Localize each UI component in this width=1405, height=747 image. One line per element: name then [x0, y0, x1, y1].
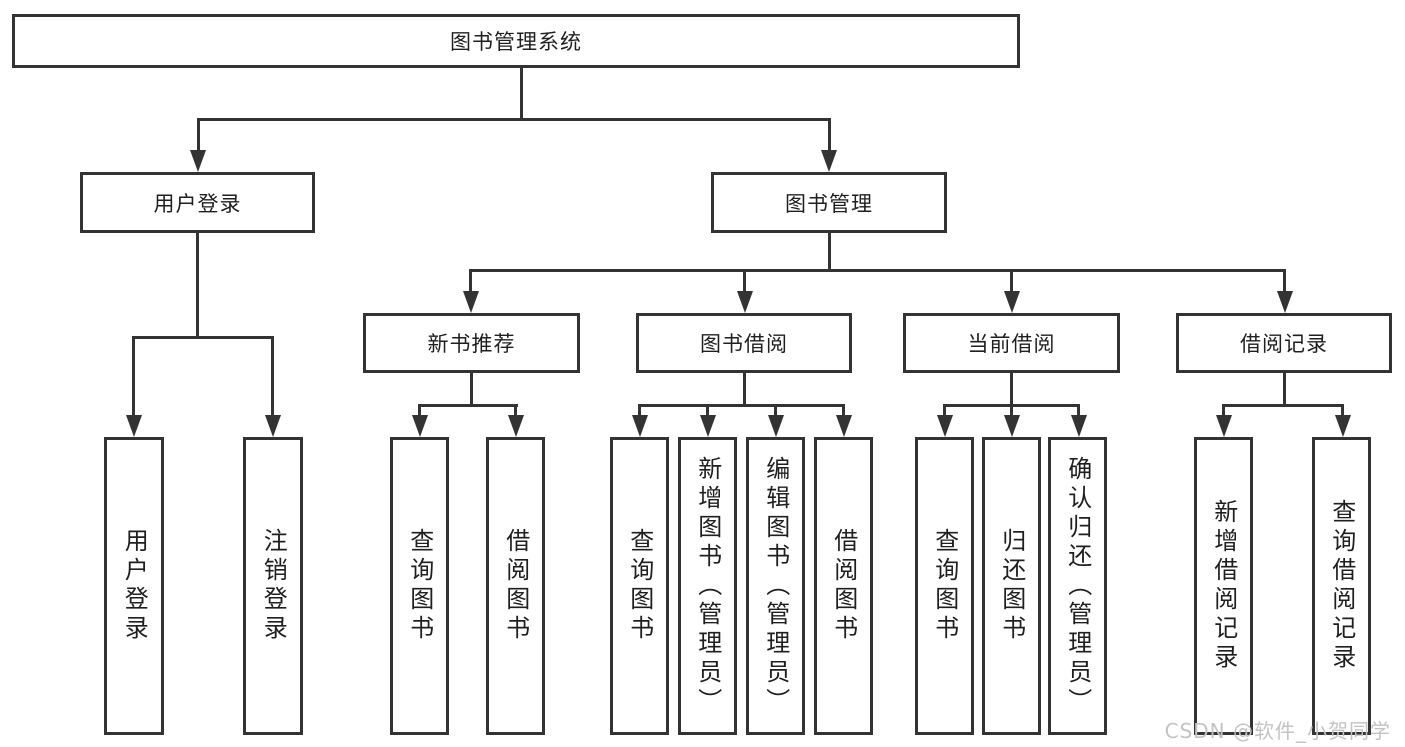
connector-user-login-rail: [132, 336, 274, 339]
connector-user-login-drop-1: [132, 336, 135, 417]
arrow-down-icon: [412, 415, 428, 437]
node-label: 图书管理: [785, 191, 873, 216]
leaf-label: 新增图书（管理员）: [693, 455, 722, 717]
connector-current-borrow-stem: [1010, 373, 1013, 407]
node-book-management: 图书管理: [711, 172, 947, 233]
arrow-down-icon: [190, 150, 206, 172]
node-label: 当前借阅: [967, 332, 1056, 356]
leaf-query-books-borrow: 查询图书: [610, 437, 669, 735]
connector-user-login-stem: [196, 233, 199, 338]
node-label: 图书管理系统: [450, 30, 582, 54]
connector-user-login-drop-2: [271, 336, 274, 417]
node-user-login: 用户登录: [80, 172, 315, 233]
leaf-query-borrow-record: 查询借阅记录: [1312, 437, 1371, 735]
connector-book-mgmt-stem: [828, 233, 831, 271]
node-label: 借阅记录: [1240, 332, 1328, 356]
node-borrowing-records: 借阅记录: [1176, 313, 1392, 373]
connector-book-mgmt-drop-3: [1010, 269, 1013, 293]
leaf-query-books-current: 查询图书: [915, 437, 974, 735]
arrow-down-icon: [821, 150, 837, 172]
leaf-borrow-books: 借阅图书: [814, 437, 873, 735]
connector-book-borrow-drop-1: [638, 404, 641, 417]
leaf-label: 新增借阅记录: [1209, 499, 1238, 673]
leaf-label: 用户登录: [120, 528, 149, 644]
leaf-label: 借阅图书: [829, 528, 858, 644]
leaf-query-books-recommend: 查询图书: [390, 437, 449, 735]
connector-new-book-stem: [470, 373, 473, 407]
node-label: 用户登录: [153, 191, 242, 216]
arrow-down-icon: [768, 415, 784, 437]
connector-book-borrow-rail: [638, 404, 845, 407]
leaf-label: 编辑图书（管理员）: [761, 455, 790, 717]
arrow-down-icon: [126, 415, 142, 437]
arrow-down-icon: [1216, 415, 1232, 437]
leaf-label: 查询图书: [405, 528, 434, 644]
leaf-edit-books-admin: 编辑图书（管理员）: [746, 437, 805, 735]
arrow-down-icon: [836, 415, 852, 437]
connector-borrow-record-drop-2: [1341, 404, 1344, 417]
arrow-down-icon: [1004, 415, 1020, 437]
watermark-csdn: CSDN @软件_小贺同学: [1164, 719, 1391, 743]
leaf-logout: 注销登录: [243, 437, 303, 735]
leaf-label: 查询图书: [930, 528, 959, 644]
arrow-down-icon: [1277, 291, 1293, 313]
connector-book-mgmt-drop-2: [743, 269, 746, 293]
node-label: 新书推荐: [427, 332, 516, 356]
connector-current-borrow-drop-1: [943, 404, 946, 417]
leaf-label: 归还图书: [997, 528, 1026, 644]
arrow-down-icon: [463, 291, 479, 313]
leaf-add-borrow-record: 新增借阅记录: [1194, 437, 1253, 735]
arrow-down-icon: [1071, 415, 1087, 437]
node-book-borrowing: 图书借阅: [636, 313, 852, 373]
connector-current-borrow-drop-3: [1077, 404, 1080, 417]
connector-new-book-rail: [418, 404, 518, 407]
leaf-borrow-books-recommend: 借阅图书: [486, 437, 545, 735]
connector-new-book-drop-1: [418, 404, 421, 417]
connector-book-mgmt-drop-4: [1283, 269, 1286, 293]
connector-book-borrow-stem: [743, 373, 746, 407]
leaf-label: 确认归还（管理员）: [1063, 455, 1092, 717]
arrow-down-icon: [265, 415, 281, 437]
leaf-label: 借阅图书: [501, 528, 530, 644]
arrow-down-icon: [937, 415, 953, 437]
arrow-down-icon: [508, 415, 524, 437]
connector-book-mgmt-drop-1: [469, 269, 472, 293]
connector-book-mgmt-rail: [469, 269, 1285, 272]
leaf-return-books: 归还图书: [982, 437, 1041, 735]
connector-root-drop-left: [197, 118, 200, 152]
leaf-label: 注销登录: [259, 528, 288, 644]
connector-new-book-drop-2: [514, 404, 517, 417]
node-current-borrowing: 当前借阅: [903, 313, 1120, 373]
leaf-confirm-return-admin: 确认归还（管理员）: [1048, 437, 1107, 735]
arrow-down-icon: [1335, 415, 1351, 437]
connector-book-borrow-drop-2: [706, 404, 709, 417]
connector-root-stem: [520, 68, 523, 120]
connector-book-borrow-drop-4: [842, 404, 845, 417]
connector-borrow-record-rail: [1222, 404, 1344, 407]
connector-borrow-record-drop-1: [1222, 404, 1225, 417]
leaf-label: 查询图书: [625, 528, 654, 644]
arrow-down-icon: [1004, 291, 1020, 313]
node-label: 图书借阅: [700, 332, 788, 356]
leaf-add-books-admin: 新增图书（管理员）: [678, 437, 737, 735]
arrow-down-icon: [632, 415, 648, 437]
arrow-down-icon: [700, 415, 716, 437]
arrow-down-icon: [737, 291, 753, 313]
connector-book-borrow-drop-3: [774, 404, 777, 417]
connector-root-drop-right: [828, 118, 831, 152]
leaf-label: 查询借阅记录: [1327, 499, 1356, 673]
connector-root-rail: [198, 118, 831, 121]
node-new-book-recommendation: 新书推荐: [363, 313, 580, 373]
node-library-management-system: 图书管理系统: [12, 14, 1020, 68]
connector-borrow-record-stem: [1283, 373, 1286, 407]
leaf-user-login: 用户登录: [104, 437, 164, 735]
connector-current-borrow-drop-2: [1010, 404, 1013, 417]
